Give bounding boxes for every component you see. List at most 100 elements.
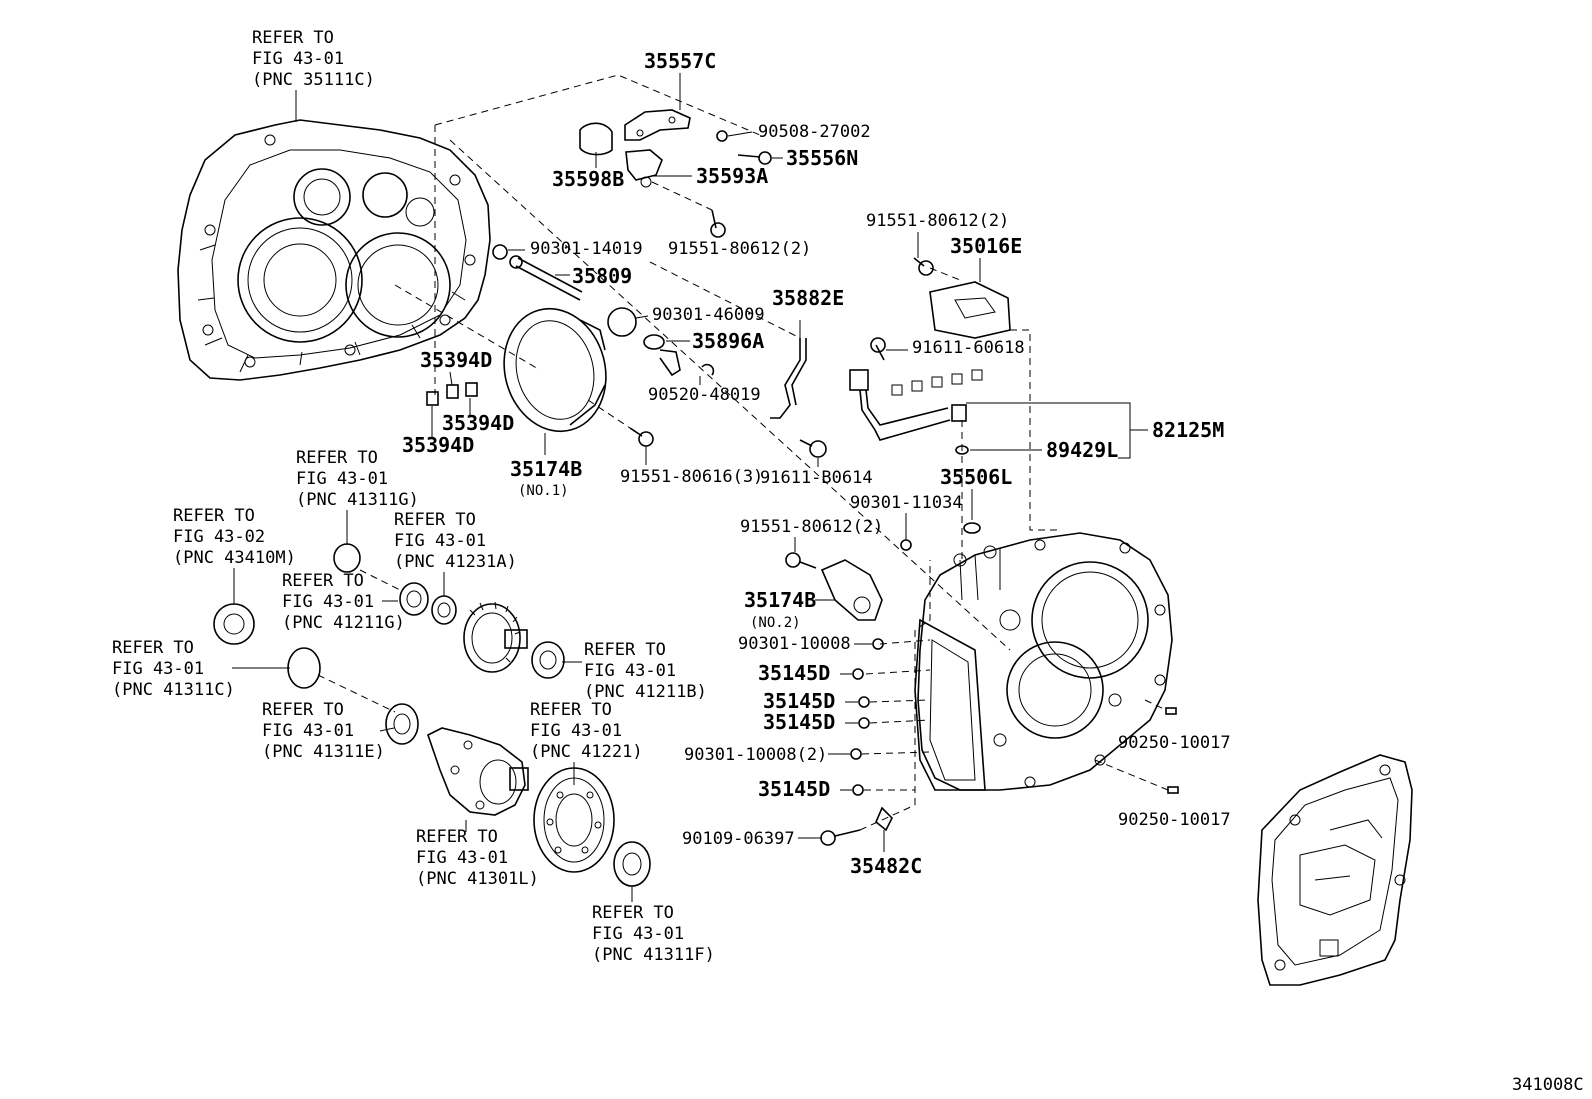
ref-41311f-2: FIG 43-01 [592, 924, 684, 944]
ref-41311e-3: (PNC 41311E) [262, 742, 385, 762]
part-90301-11034-oring [900, 539, 912, 551]
label-35145d-b: 35145D [763, 689, 835, 713]
label-82125m: 82125M [1152, 418, 1224, 442]
label-35174b-no2: 35174B [744, 588, 816, 612]
part-41211b-bearing [531, 641, 565, 679]
label-35482c: 35482C [850, 854, 922, 878]
label-35394d-b: 35394D [442, 411, 514, 435]
ref-41311f-1: REFER TO [592, 903, 674, 923]
label-91551-80616: 91551-80616(3) [620, 467, 763, 487]
part-drive-gear [463, 601, 528, 673]
ref-43410m-1: REFER TO [173, 506, 255, 526]
transmission-body [914, 532, 1173, 791]
label-35593a: 35593A [696, 164, 768, 188]
part-91551-80616-bolt [629, 427, 654, 447]
ref-41311e-1: REFER TO [262, 700, 344, 720]
ref-41301l-3: (PNC 41301L) [416, 869, 539, 889]
ref-41211b-2: FIG 43-01 [584, 661, 676, 681]
label-89429l: 89429L [1046, 438, 1118, 462]
ref-41211g-1: REFER TO [282, 571, 364, 591]
part-43410m-seal [213, 603, 255, 645]
label-35394d-a: 35394D [420, 348, 492, 372]
ref-43410m-3: (PNC 43410M) [173, 548, 296, 568]
label-35145d-c: 35145D [763, 710, 835, 734]
part-90109-06397-bolt [820, 829, 861, 846]
transmission-case-housing [177, 119, 491, 381]
ref-line-1: REFER TO [252, 28, 334, 48]
label-90508-27002: 90508-27002 [758, 122, 871, 142]
ref-41311g-2: FIG 43-01 [296, 469, 388, 489]
part-41311e-seal [385, 703, 419, 745]
ref-41221-2: FIG 43-01 [530, 721, 622, 741]
ref-41211b-3: (PNC 41211B) [584, 682, 707, 702]
label-90250-10017-a: 90250-10017 [1118, 733, 1231, 753]
label-35506l: 35506L [940, 465, 1012, 489]
part-90301-14019 [492, 244, 508, 260]
part-35896a [643, 334, 681, 377]
label-35016e: 35016E [950, 234, 1022, 258]
ref-41311e-2: FIG 43-01 [262, 721, 354, 741]
part-91611-60618-bolt [870, 337, 886, 361]
part-35145d-b [858, 696, 870, 708]
ref-41301l-2: FIG 43-01 [416, 848, 508, 868]
part-41231a-bearing [431, 595, 457, 625]
label-35145d-a: 35145D [758, 661, 830, 685]
part-41221-ring-gear [533, 767, 615, 873]
part-35809-shaft [509, 255, 583, 301]
part-35145d-d [852, 784, 864, 796]
part-90301-46009-oring [607, 307, 637, 337]
ref-41311g-3: (PNC 41311G) [296, 490, 419, 510]
part-35145d-a [852, 668, 864, 680]
label-91611-b0614: 91611-B0614 [760, 468, 873, 488]
ref-41221-3: (PNC 41221) [530, 742, 643, 762]
label-91551-top: 91551-80612(2) [668, 239, 811, 259]
ref-41211b-1: REFER TO [584, 640, 666, 660]
part-35506l [963, 522, 981, 534]
ref-41211g-2: FIG 43-01 [282, 592, 374, 612]
ref-41311c-2: FIG 43-01 [112, 659, 204, 679]
label-90520-48019: 90520-48019 [648, 385, 761, 405]
part-41211g-bearing [399, 582, 429, 616]
part-35482c-clip [875, 806, 893, 832]
part-90508-27002 [716, 130, 728, 142]
part-91611-b0614-bolt [799, 439, 827, 458]
label-35598b: 35598B [552, 167, 624, 191]
part-90301-10008-2-oring [850, 748, 862, 760]
label-35556n: 35556N [786, 146, 858, 170]
part-90250-10017-b [1167, 786, 1179, 794]
part-35598b [579, 122, 613, 156]
ref-41311c-3: (PNC 41311C) [112, 680, 235, 700]
part-35174b-no2-cover [820, 559, 883, 621]
part-35593a [625, 149, 663, 188]
label-35394d-c: 35394D [402, 433, 474, 457]
part-82125m-harness [849, 369, 983, 441]
part-91551-bolt-top [710, 209, 726, 238]
ref-41311c-1: REFER TO [112, 638, 194, 658]
label-35174b-no2-sub: (NO.2) [750, 615, 801, 631]
part-35394d-blocks [426, 382, 478, 406]
label-91551-mid: 91551-80612(2) [740, 517, 883, 537]
label-35809: 35809 [572, 264, 632, 288]
ref-41231a-2: FIG 43-01 [394, 531, 486, 551]
part-41311g-ring [333, 543, 361, 573]
label-90301-10008-2: 90301-10008(2) [684, 745, 827, 765]
label-90301-46009: 90301-46009 [652, 305, 765, 325]
label-90301-14019: 90301-14019 [530, 239, 643, 259]
label-91611-60618: 91611-60618 [912, 338, 1025, 358]
label-91551-right: 91551-80612(2) [866, 211, 1009, 231]
label-90109-06397: 90109-06397 [682, 829, 795, 849]
inset-transmission-view [1257, 754, 1413, 986]
ref-41221-1: REFER TO [530, 700, 612, 720]
ref-line-3: (PNC 35111C) [252, 70, 375, 90]
part-35882e-pipe [770, 338, 807, 419]
part-35556n-bolt [737, 151, 772, 165]
label-35896a: 35896A [692, 329, 764, 353]
label-35557c: 35557C [644, 49, 716, 73]
part-41311f-seal [613, 841, 651, 887]
part-35145d-c [858, 717, 870, 729]
label-35174b-no1-sub: (NO.1) [518, 483, 569, 499]
label-90250-10017-b: 90250-10017 [1118, 810, 1231, 830]
part-91551-bolt-right [913, 257, 934, 276]
label-35145d-d: 35145D [758, 777, 830, 801]
